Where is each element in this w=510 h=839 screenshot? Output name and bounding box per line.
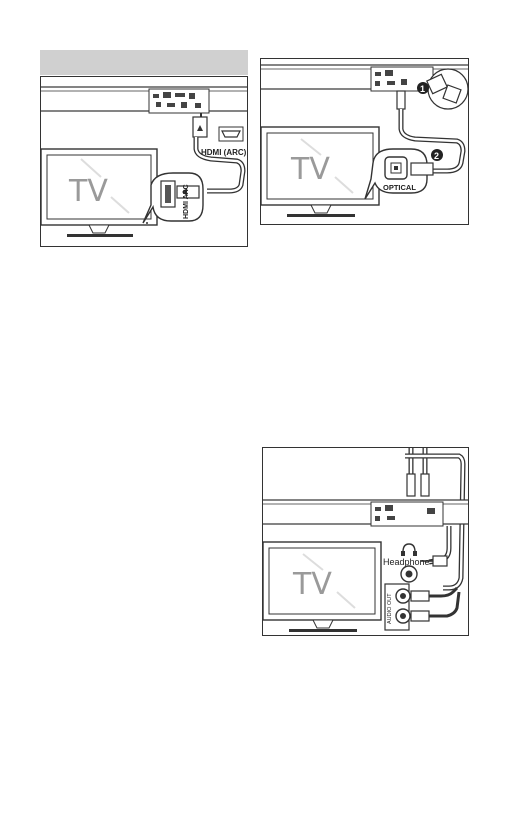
hdmi-arc-port-label: HDMI (ARC) (201, 148, 247, 157)
rca-audio-out-icon (385, 584, 459, 630)
tv-label: TV (290, 152, 330, 187)
optical-port-icon (385, 157, 407, 179)
section-header-bar (40, 50, 248, 75)
step-1-badge: 1 (420, 84, 425, 94)
audio-out-label: AUDIO OUT (387, 593, 393, 624)
soundbar-icon (41, 87, 248, 113)
optical-connection-illustration: 1 2 TV OPTICAL (260, 58, 469, 225)
headphone-icon (401, 544, 417, 556)
optical-port-label: OPTICAL (383, 183, 416, 192)
aux-connection-illustration: TV Headphone AUDIO OUT (262, 447, 469, 636)
tv-label: TV (68, 174, 108, 209)
step-2-badge: 2 (434, 151, 439, 161)
tv-label: TV (292, 567, 332, 602)
hdmi-arc-tv-label: HDMI ARC (183, 184, 190, 219)
headphone-jack-icon (401, 566, 417, 582)
hdmi-port-icon (219, 127, 243, 141)
soundbar-icon (263, 500, 469, 526)
hdmi-connection-illustration: HDMI (ARC) TV HDMI ARC (40, 76, 248, 247)
headphone-label: Headphone (383, 557, 430, 567)
